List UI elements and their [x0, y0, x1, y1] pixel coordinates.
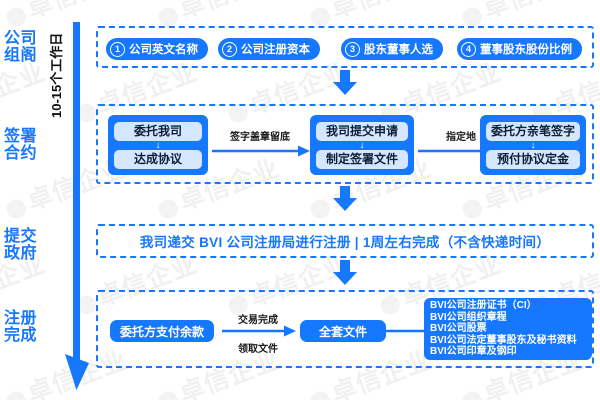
duration-label: 10-15个工作日 — [49, 32, 64, 118]
row2-group-2-bottom: 制定签署文件 — [316, 149, 408, 169]
row4-payment-label: 委托方支付余款 — [119, 324, 204, 339]
row1-item-2[interactable]: 2 公司注册资本 — [218, 38, 320, 60]
document-item-2: BVI公司组织章程 — [430, 311, 507, 323]
rail-stage-3-line1: 提交 — [4, 228, 38, 245]
row2-group-1[interactable]: 委托我司 ↓ 达成协议 — [108, 115, 208, 175]
row1-item-3-label: 股东董事人选 — [364, 44, 433, 56]
rail-stage-4: 注册 完成 — [4, 310, 56, 344]
row1-item-4-label: 董事股东股份比例 — [480, 44, 572, 56]
row4-payment-pill[interactable]: 委托方支付余款 — [110, 320, 214, 342]
document-item-1: BVI公司注册证书（CI） — [430, 300, 537, 312]
rail-stage-2-line1: 签署 — [4, 128, 38, 145]
circle-number-2-icon: 2 — [222, 41, 237, 57]
rail-stage-3: 提交 政府 — [4, 228, 56, 262]
document-item-5: BVI公司印章及钢印 — [430, 346, 517, 358]
rail-stage-3-line2: 政府 — [4, 245, 38, 262]
panel-sign-contract: 委托我司 ↓ 达成协议 签字盖章留底 我司提交申请 ↓ 制定签署文件 指定地 委… — [96, 104, 594, 184]
rail-stage-4-line2: 完成 — [4, 327, 38, 344]
row2-group-3[interactable]: 委托方亲笔签字 ↓ 预付协议定金 — [480, 115, 586, 175]
rail-stage-2-line2: 合约 — [4, 145, 38, 162]
flow-down-arrow-3-icon — [333, 260, 357, 285]
document-item-4: BVI公司法定董事股东及秘书资料 — [430, 334, 577, 346]
row1-item-1-label: 公司英文名称 — [129, 44, 198, 56]
stage-rail-labels: 公司 组阁 签署 合约 提交 政府 注册 完成 — [0, 0, 56, 400]
row1-item-1[interactable]: 1 公司英文名称 — [106, 38, 208, 60]
rail-stage-4-line1: 注册 — [4, 310, 38, 327]
row2-connector-1-arrow-icon — [212, 145, 310, 157]
row2-connector-1-label: 签字盖章留底 — [230, 132, 290, 143]
row2-group-2-arrow-icon: ↓ — [359, 139, 365, 151]
rail-stage-2: 签署 合约 — [4, 128, 56, 162]
row2-group-3-top: 委托方亲笔签字 — [486, 121, 580, 141]
circle-number-4-icon: 4 — [461, 41, 476, 57]
row2-group-3-arrow-icon: ↓ — [530, 139, 536, 151]
row4-package-pill[interactable]: 全套文件 — [300, 320, 386, 342]
flow-down-arrow-1-icon — [333, 70, 357, 95]
rail-stage-1: 公司 组阁 — [4, 30, 56, 64]
circle-number-3-icon: 3 — [345, 41, 360, 57]
panel-submit-government — [96, 224, 594, 258]
rail-stage-1-line2: 组阁 — [4, 47, 38, 64]
panel-registration-complete: 委托方支付余款 交易完成 领取文件 全套文件 — [96, 290, 594, 368]
row4-connector-line1: 交易完成 — [238, 315, 278, 326]
row4-package-to-list-link-icon — [384, 329, 430, 333]
row2-group-3-bottom: 预付协议定金 — [486, 149, 580, 169]
row4-package-label: 全套文件 — [318, 324, 367, 339]
row1-item-2-label: 公司注册资本 — [241, 44, 310, 56]
flow-down-arrow-2-icon — [333, 186, 357, 211]
row2-group-1-top: 委托我司 — [114, 121, 202, 141]
document-item-3: BVI公司股票 — [430, 323, 487, 335]
row3-statement: 我司递交 BVI 公司注册局进行注册 | 1周左右完成（不含快递时间） — [139, 235, 551, 250]
circle-number-1-icon: 1 — [110, 41, 125, 57]
row4-connector-line2: 领取文件 — [238, 344, 278, 355]
rail-stage-1-line1: 公司 — [4, 30, 38, 47]
row2-connector-2-label: 指定地 — [446, 132, 476, 143]
row4-connector-arrow-icon — [222, 325, 296, 337]
row4-document-list[interactable]: BVI公司注册证书（CI） BVI公司组织章程 BVI公司股票 BVI公司法定董… — [424, 298, 592, 360]
timeline-arrow-icon — [65, 22, 89, 390]
row1-item-4[interactable]: 4 董事股东股份比例 — [457, 38, 582, 60]
row1-item-3[interactable]: 3 股东董事人选 — [341, 38, 443, 60]
panel-company-setup: 1 公司英文名称 2 公司注册资本 3 股东董事人选 4 董事股东股份比例 — [96, 26, 594, 68]
row2-group-1-bottom: 达成协议 — [114, 149, 202, 169]
row2-group-2-top: 我司提交申请 — [316, 121, 408, 141]
row2-group-2[interactable]: 我司提交申请 ↓ 制定签署文件 — [310, 115, 414, 175]
row2-group-1-arrow-icon: ↓ — [155, 139, 161, 151]
